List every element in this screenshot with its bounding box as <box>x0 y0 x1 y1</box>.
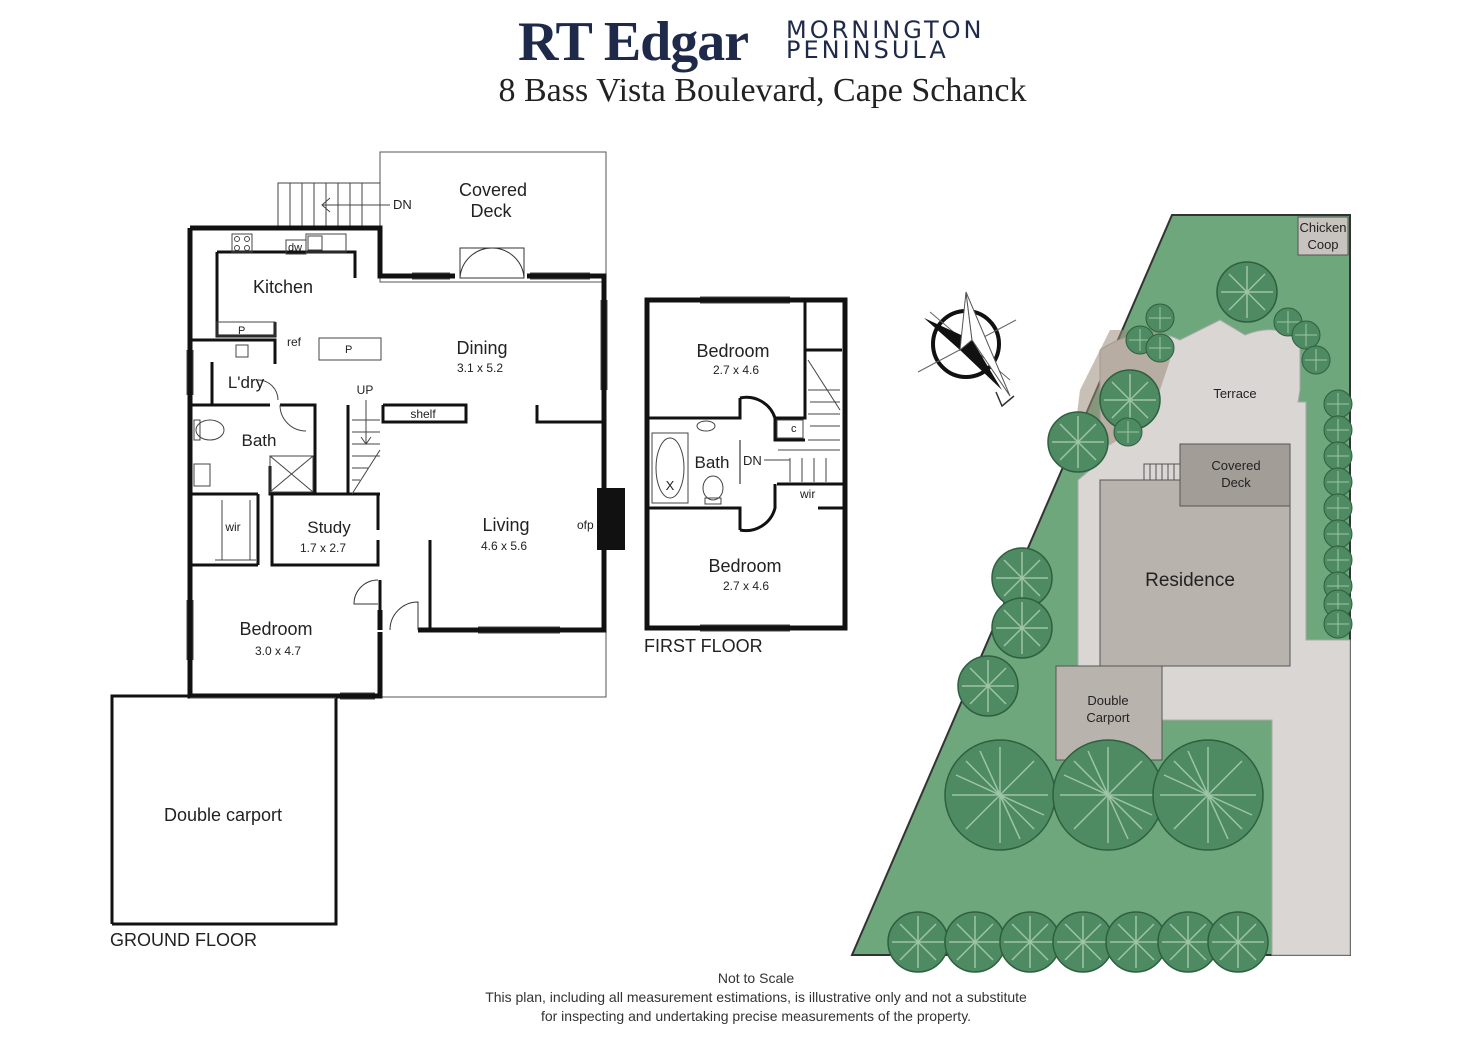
ground-floor-walls <box>187 225 607 699</box>
ff-stairs-dn-label: DN <box>743 453 762 468</box>
brand-region: MORNINGTON PENINSULA <box>786 16 985 64</box>
pantry-label-2: P <box>345 344 352 356</box>
site-covered-deck-block <box>1179 443 1291 507</box>
living-label: Living <box>482 515 529 535</box>
bath-fixtures <box>193 379 314 493</box>
ground-floor-plan: Covered Deck DN Kitchen dw P P ref Dinin… <box>110 151 625 950</box>
study-size: 1.7 x 2.7 <box>300 541 346 555</box>
site-deck-steps <box>1143 463 1181 481</box>
brand-region-line-1: MORNINGTON <box>786 16 985 44</box>
pantry-label-1: P <box>238 325 245 337</box>
deck-stairs <box>277 182 390 228</box>
ff-shower-mark: X <box>666 478 675 493</box>
site-covered-deck-label-1: Covered <box>1211 458 1260 473</box>
kitchen-label: Kitchen <box>253 277 313 297</box>
chicken-coop-label-1: Chicken <box>1300 220 1347 235</box>
fireplace-label: ofp <box>577 518 594 532</box>
fridge-label: ref <box>287 335 302 349</box>
first-floor-stairs <box>764 359 841 482</box>
chicken-coop-block <box>1297 216 1349 256</box>
ff-wir-label: wir <box>799 487 815 501</box>
property-address: 8 Bass Vista Boulevard, Cape Schanck <box>498 72 1027 109</box>
deck-doors <box>459 247 525 279</box>
dining-label: Dining <box>456 338 507 358</box>
wardrobe-fixtures <box>215 500 256 561</box>
disclaimer: Not to Scale This plan, including all me… <box>0 969 1472 1026</box>
covered-deck-label-1: Covered <box>459 180 527 200</box>
site-carport-label-2: Carport <box>1086 710 1130 725</box>
porch-outline <box>379 632 607 698</box>
bedroom-size: 3.0 x 4.7 <box>255 644 301 658</box>
living-size: 4.6 x 5.6 <box>481 539 527 553</box>
kitchen-fixtures <box>216 233 382 361</box>
site-carport-label-1: Double <box>1087 693 1128 708</box>
dining-size: 3.1 x 5.2 <box>457 361 503 375</box>
first-floor-title: FIRST FLOOR <box>644 636 763 656</box>
residence-label: Residence <box>1145 570 1235 591</box>
bedroom-label: Bedroom <box>239 619 312 639</box>
first-floor-windows <box>700 296 790 632</box>
brand-region-line-2: PENINSULA <box>786 36 949 64</box>
header: RT Edgar MORNINGTON PENINSULA <box>0 8 1472 128</box>
ff-bedroom-2-label: Bedroom <box>708 556 781 576</box>
site-plan: Chicken Coop Terrace Covered Deck Reside… <box>850 214 1353 973</box>
laundry-label: L'dry <box>228 373 265 392</box>
covered-deck-label-2: Deck <box>470 201 512 221</box>
ff-bedroom-1-label: Bedroom <box>696 341 769 361</box>
first-floor-bath-fixtures <box>651 420 724 505</box>
wir-label: wir <box>224 520 240 534</box>
double-carport-area <box>110 694 338 926</box>
ground-floor-windows <box>186 272 608 700</box>
disclaimer-line-1: Not to Scale <box>717 970 795 986</box>
chicken-coop-label-2: Coop <box>1307 237 1338 252</box>
dishwasher-label: dw <box>288 242 302 254</box>
study-label: Study <box>307 518 351 537</box>
carport-label: Double carport <box>164 805 282 825</box>
terrace-label: Terrace <box>1213 386 1256 401</box>
disclaimer-line-2: This plan, including all measurement est… <box>485 989 1027 1005</box>
site-covered-deck-label-2: Deck <box>1221 475 1251 490</box>
ground-floor-stairs <box>351 400 381 495</box>
ground-floor-doors <box>353 579 419 631</box>
disclaimer-line-3: for inspecting and undertaking precise m… <box>540 1008 972 1024</box>
fireplace <box>597 488 625 550</box>
first-floor-plan: Bedroom 2.7 x 4.6 Bath X DN c wir Bedroo… <box>644 296 848 656</box>
first-floor-walls <box>644 297 848 631</box>
bath-label: Bath <box>242 431 277 450</box>
shelf-label: shelf <box>410 407 436 421</box>
ff-bath-label: Bath <box>695 453 730 472</box>
ground-floor-title: GROUND FLOOR <box>110 930 257 950</box>
stairs-up-label: UP <box>357 383 374 397</box>
ff-bedroom-1-size: 2.7 x 4.6 <box>713 363 759 377</box>
brand-logo: RT Edgar <box>518 11 749 73</box>
deck-dn-label: DN <box>393 197 412 212</box>
ff-bedroom-2-size: 2.7 x 4.6 <box>723 579 769 593</box>
first-floor-lobby-curves <box>739 395 777 533</box>
compass-icon <box>917 291 1017 408</box>
ff-cupboard-label: c <box>791 423 797 435</box>
